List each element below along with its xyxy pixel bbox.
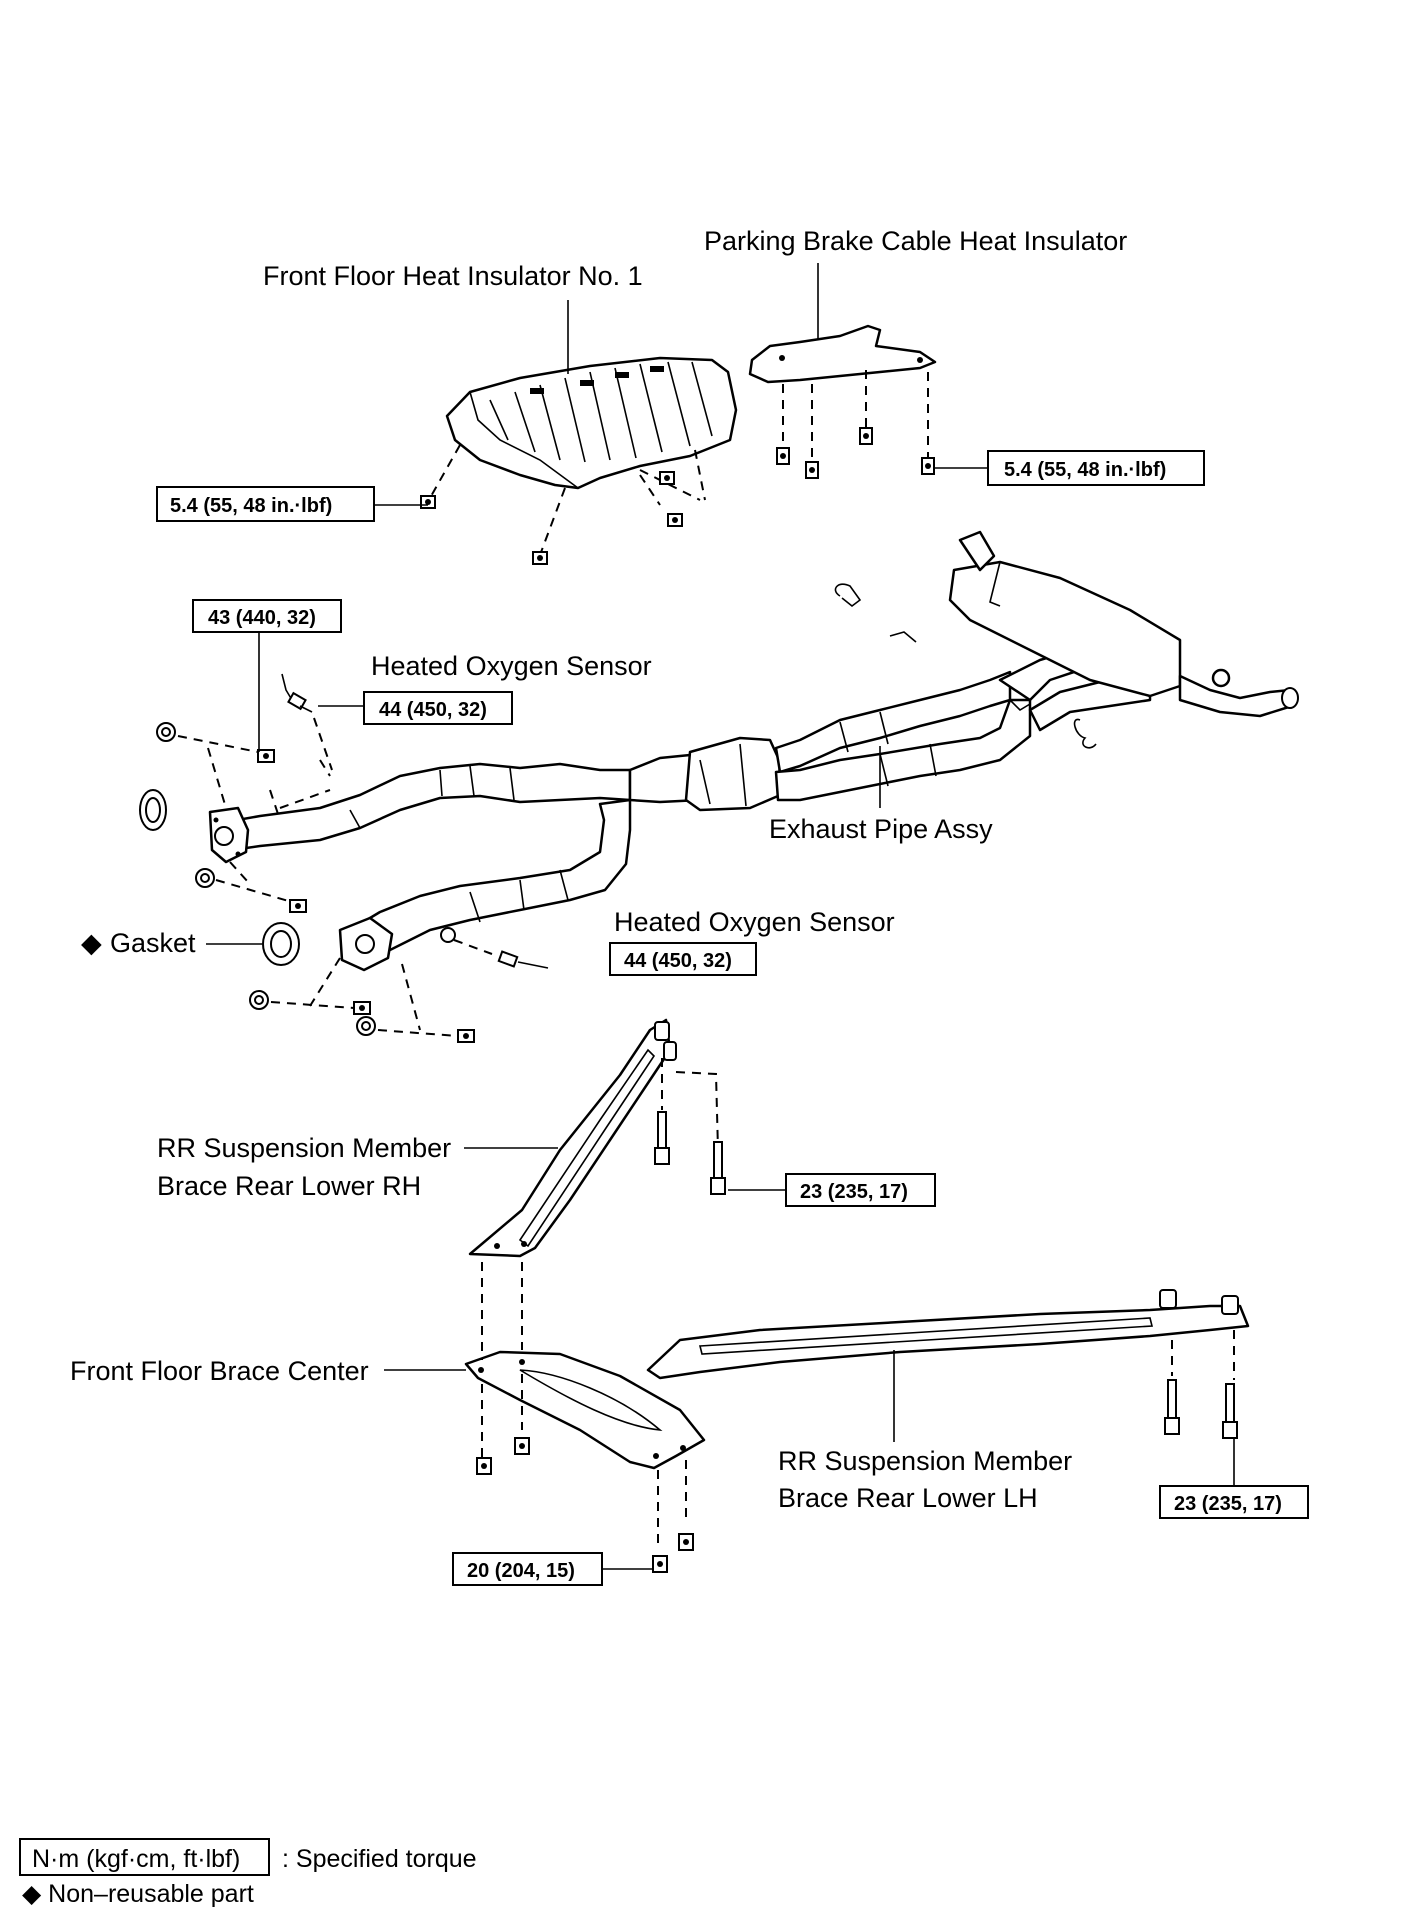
torque-box-sensor-upper: [363, 691, 513, 725]
rr-brace-lh-label-2: Brace Rear Lower LH: [778, 1483, 1038, 1513]
torque-brace-rh: 23 (235, 17): [800, 1181, 908, 1203]
rr-brace-rh-label-1: RR Suspension Member: [157, 1133, 451, 1163]
front-floor-brace-center: [464, 1350, 706, 1470]
lower-flange-hardware: [249, 957, 475, 1043]
parking-insulator-bolts: [776, 370, 935, 479]
legend-nonreusable: ◆ Non–reusable part: [22, 1880, 254, 1908]
upper-flange-hardware: [156, 722, 331, 913]
lower-gasket: [262, 922, 300, 966]
rr-brace-lh: [646, 1289, 1250, 1380]
gasket-label: Gasket: [110, 928, 196, 958]
upper-gasket: [139, 789, 167, 831]
heated-oxygen-sensor-upper: [281, 673, 333, 771]
gasket-mark: ◆: [81, 928, 102, 958]
legend-torque-box: [19, 1838, 270, 1876]
torque-flange: 43 (440, 32): [208, 607, 316, 629]
front-floor-heat-insulator: [445, 356, 738, 490]
torque-box-flange: [192, 599, 342, 633]
rr-brace-rh-label-2: Brace Rear Lower RH: [157, 1171, 421, 1201]
parking-brake-insulator-label: Parking Brake Cable Heat Insulator: [704, 226, 1127, 256]
front-floor-heat-insulator-label: Front Floor Heat Insulator No. 1: [263, 261, 643, 291]
torque-brace-center: 20 (204, 15): [467, 1560, 575, 1582]
torque-box-sensor-lower: [609, 942, 757, 976]
front-floor-brace-center-label: Front Floor Brace Center: [70, 1356, 369, 1386]
torque-box-brace-lh: [1159, 1485, 1309, 1519]
heated-oxygen-sensor-lower: [440, 927, 549, 969]
rr-brace-lh-label-1: RR Suspension Member: [778, 1446, 1072, 1476]
torque-sensor-upper: 44 (450, 32): [379, 699, 487, 721]
parking-brake-cable-heat-insulator: [748, 324, 937, 384]
legend-torque-desc: : Specified torque: [282, 1845, 477, 1873]
rr-brace-rh: [468, 1018, 677, 1258]
insulator-bolts: [420, 444, 706, 565]
torque-insulator-right: 5.4 (55, 48 in.·lbf): [1004, 459, 1166, 481]
torque-box-insulator-right: [987, 450, 1205, 486]
heated-oxygen-sensor-upper-label: Heated Oxygen Sensor: [371, 651, 652, 681]
torque-box-insulator-left: [156, 486, 375, 522]
rr-brace-lh-bolts: [1164, 1330, 1238, 1439]
exhaust-pipe-assy: [208, 530, 1299, 972]
rr-brace-rh-bolts: [654, 1058, 726, 1195]
legend-torque-units: N·m (kgf·cm, ft·lbf): [32, 1845, 240, 1873]
brace-center-bolts: [476, 1262, 694, 1573]
torque-insulator-left: 5.4 (55, 48 in.·lbf): [170, 495, 332, 517]
torque-sensor-lower: 44 (450, 32): [624, 950, 732, 972]
heated-oxygen-sensor-lower-label: Heated Oxygen Sensor: [614, 907, 895, 937]
torque-brace-lh: 23 (235, 17): [1174, 1493, 1282, 1515]
exhaust-pipe-assy-label: Exhaust Pipe Assy: [769, 814, 993, 844]
